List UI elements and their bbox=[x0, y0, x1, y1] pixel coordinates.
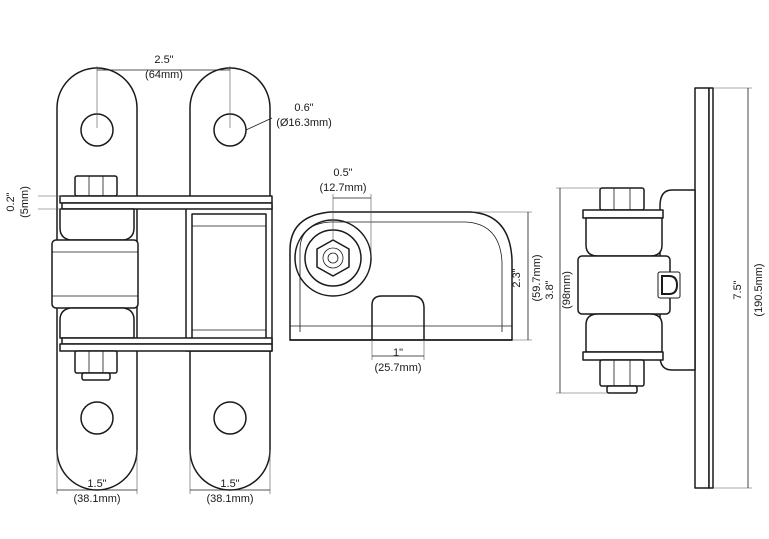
dim-hole-diameter-metric: (Ø16.3mm) bbox=[276, 117, 332, 129]
dim-hole-spacing: 2.5" (64mm) bbox=[145, 54, 183, 81]
dim-washer-thickness-imperial: 0.2" bbox=[5, 192, 17, 211]
dim-hole-diameter-imperial: 0.6" bbox=[294, 102, 313, 114]
dim-side-height-metric: (59.7mm) bbox=[531, 254, 543, 301]
dim-overall-length-imperial: 7.5" bbox=[732, 280, 744, 299]
pivot-assembly bbox=[51, 175, 273, 381]
dim-hole-diameter: 0.6" (Ø16.3mm) bbox=[276, 102, 332, 129]
dim-body-height-metric: (98mm) bbox=[561, 271, 573, 309]
dim-left-leaf-width-metric: (38.1mm) bbox=[73, 493, 120, 505]
right-leaf-frame bbox=[185, 197, 273, 352]
dim-right-leaf-width: 1.5" (38.1mm) bbox=[206, 478, 253, 505]
dim-body-height: 3.8" (98mm) bbox=[544, 271, 573, 309]
dim-side-clearance-imperial: 0.5" bbox=[333, 167, 352, 179]
dim-left-leaf-width: 1.5" (38.1mm) bbox=[73, 478, 120, 505]
dim-body-height-imperial: 3.8" bbox=[544, 280, 556, 299]
dim-hole-spacing-imperial: 2.5" bbox=[154, 54, 173, 66]
dim-right-leaf-width-imperial: 1.5" bbox=[220, 478, 239, 490]
side-view-hinge bbox=[289, 211, 513, 341]
dim-side-offset: 1" (25.7mm) bbox=[374, 347, 421, 374]
brand-logo bbox=[657, 271, 681, 299]
dim-side-clearance: 0.5" (12.7mm) bbox=[319, 167, 366, 194]
dim-washer-thickness-metric: (5mm) bbox=[19, 186, 31, 218]
dim-side-offset-metric: (25.7mm) bbox=[374, 362, 421, 374]
dim-side-offset-imperial: 1" bbox=[393, 347, 403, 359]
dim-side-clearance-metric: (12.7mm) bbox=[319, 182, 366, 194]
dim-right-leaf-width-metric: (38.1mm) bbox=[206, 493, 253, 505]
dimension-lines bbox=[38, 66, 752, 494]
dim-washer-thickness: 0.2" (5mm) bbox=[5, 186, 31, 218]
dim-side-height-imperial: 2.3" bbox=[511, 268, 523, 287]
dim-side-height: 2.3" (59.7mm) bbox=[511, 254, 543, 301]
dim-left-leaf-width-imperial: 1.5" bbox=[87, 478, 106, 490]
dim-overall-length-metric: (190.5mm) bbox=[753, 263, 765, 316]
dim-hole-spacing-metric: (64mm) bbox=[145, 69, 183, 81]
dim-overall-length: 7.5" (190.5mm) bbox=[732, 263, 765, 316]
end-view-hinge bbox=[577, 87, 714, 489]
